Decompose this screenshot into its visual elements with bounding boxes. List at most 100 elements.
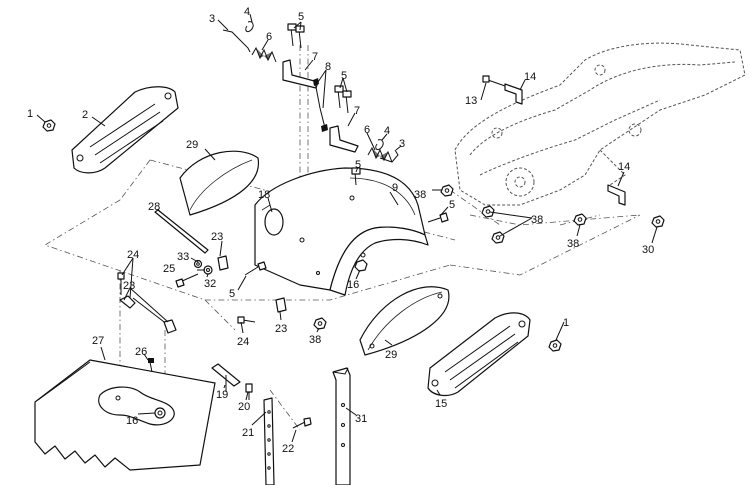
callout-5: 5 bbox=[449, 199, 455, 211]
nut-1b bbox=[548, 339, 562, 352]
callout-5: 5 bbox=[298, 11, 304, 23]
depth-stake bbox=[263, 397, 275, 485]
nut-1a bbox=[42, 119, 56, 132]
pin-8a bbox=[313, 78, 321, 109]
spring-lower bbox=[367, 146, 393, 163]
callout-15: 15 bbox=[435, 398, 447, 410]
callout-38: 38 bbox=[309, 334, 321, 346]
callout-38: 38 bbox=[567, 238, 579, 250]
callout-38: 38 bbox=[414, 189, 426, 201]
left-deflector-flap bbox=[179, 150, 260, 216]
washer-32 bbox=[203, 265, 213, 275]
callout-19: 19 bbox=[216, 389, 228, 401]
bolt-24b bbox=[237, 316, 256, 324]
left-guard-plate bbox=[71, 86, 179, 174]
latch-rod-lower bbox=[379, 149, 399, 163]
bolt-25 bbox=[175, 273, 199, 288]
bolt-5f bbox=[427, 212, 449, 223]
callout-16: 16 bbox=[126, 415, 138, 427]
tine-housing-outline bbox=[454, 42, 746, 206]
callout-24: 24 bbox=[237, 336, 249, 348]
latch-rod-upper bbox=[222, 29, 251, 53]
bracket-14a bbox=[504, 83, 523, 105]
nut-38a bbox=[440, 184, 454, 197]
callout-29: 29 bbox=[186, 139, 198, 151]
pin-8b bbox=[319, 107, 328, 132]
callout-20: 20 bbox=[238, 401, 250, 413]
nut-16b bbox=[154, 407, 166, 419]
callout-23: 23 bbox=[211, 231, 223, 243]
pin-26 bbox=[148, 358, 154, 373]
callout-14: 14 bbox=[524, 71, 536, 83]
callout-4: 4 bbox=[384, 125, 390, 137]
callout-5: 5 bbox=[355, 159, 361, 171]
nut-38b bbox=[481, 205, 495, 218]
tine-shield bbox=[254, 167, 429, 296]
nut-16a bbox=[354, 259, 368, 272]
callout-6: 6 bbox=[266, 31, 272, 43]
callout-2: 2 bbox=[82, 109, 88, 121]
depth-bar bbox=[332, 367, 351, 485]
callout-4: 4 bbox=[244, 6, 250, 18]
callout-33: 33 bbox=[177, 251, 189, 263]
right-guard-plate bbox=[427, 312, 531, 397]
bracket-14b bbox=[607, 184, 626, 206]
callout-30: 30 bbox=[642, 244, 654, 256]
bolt-5c bbox=[334, 85, 344, 109]
callout-18: 18 bbox=[258, 189, 270, 201]
callout-29: 29 bbox=[385, 349, 397, 361]
callout-32: 32 bbox=[204, 278, 216, 290]
callout-7: 7 bbox=[312, 51, 318, 63]
callout-labels: 1 2 3 4 5 6 7 8 5 7 6 4 3 13 14 29 5 18 … bbox=[27, 6, 654, 455]
washer-33 bbox=[193, 259, 203, 269]
knob-20 bbox=[245, 383, 253, 400]
hairpin-clip-upper bbox=[245, 21, 254, 33]
latch-bracket-upper bbox=[282, 59, 319, 89]
callout-1: 1 bbox=[27, 108, 33, 120]
callout-3: 3 bbox=[399, 138, 405, 150]
bolt-5g bbox=[244, 261, 267, 276]
bolt-13 bbox=[482, 75, 506, 87]
right-deflector-flap bbox=[359, 286, 450, 356]
bracket-23a bbox=[217, 255, 229, 271]
callout-23: 23 bbox=[275, 323, 287, 335]
bracket-23c bbox=[119, 295, 136, 309]
callout-1: 1 bbox=[563, 317, 569, 329]
handle-19 bbox=[211, 363, 241, 392]
callout-5: 5 bbox=[229, 288, 235, 300]
callout-16: 16 bbox=[347, 279, 359, 291]
bolt-5d bbox=[342, 90, 352, 114]
callout-3: 3 bbox=[209, 13, 215, 25]
callout-31: 31 bbox=[355, 413, 367, 425]
bracket-23b bbox=[275, 297, 287, 313]
hairpin-clip-lower bbox=[375, 139, 384, 151]
callout-28: 28 bbox=[148, 201, 160, 213]
nut-38d bbox=[573, 213, 587, 226]
nut-30 bbox=[651, 215, 665, 228]
hinge-rod bbox=[154, 209, 209, 254]
callout-21: 21 bbox=[242, 427, 254, 439]
callout-5: 5 bbox=[341, 70, 347, 82]
link-23d bbox=[132, 297, 177, 334]
nut-38c bbox=[491, 231, 505, 244]
callout-38: 38 bbox=[531, 214, 543, 226]
callout-7: 7 bbox=[354, 105, 360, 117]
callout-24: 24 bbox=[127, 249, 139, 261]
callout-6: 6 bbox=[364, 124, 370, 136]
latch-bracket-lower bbox=[329, 125, 359, 153]
callout-26: 26 bbox=[135, 346, 147, 358]
spring-upper bbox=[251, 46, 277, 63]
nut-38e bbox=[313, 317, 327, 330]
callout-25: 25 bbox=[163, 263, 175, 275]
bolt-22 bbox=[292, 417, 312, 429]
callout-13: 13 bbox=[465, 95, 477, 107]
callout-14: 14 bbox=[618, 161, 630, 173]
callout-23: 23 bbox=[123, 280, 135, 292]
callout-9: 9 bbox=[392, 182, 398, 194]
callout-22: 22 bbox=[282, 443, 294, 455]
callout-8: 8 bbox=[325, 61, 331, 73]
leader-lines bbox=[36, 13, 658, 443]
callout-27: 27 bbox=[92, 335, 104, 347]
depth-plate bbox=[34, 359, 216, 471]
